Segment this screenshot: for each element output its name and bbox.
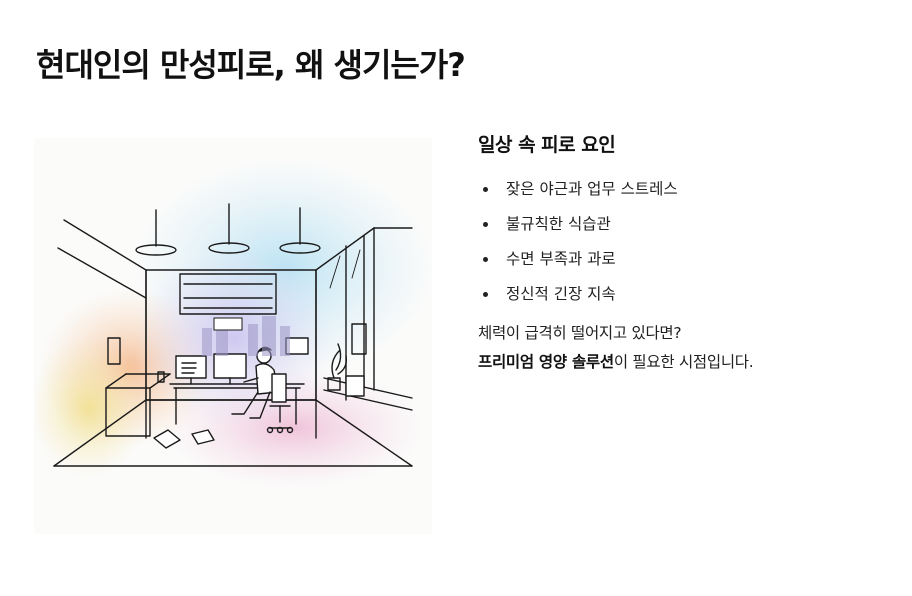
fatigue-factors-section: 일상 속 피로 요인 잦은 야근과 업무 스트레스 불규칙한 식습관 수면 부족… bbox=[478, 130, 898, 377]
fatigue-factor-list: 잦은 야근과 업무 스트레스 불규칙한 식습관 수면 부족과 과로 정신적 긴장… bbox=[478, 177, 898, 317]
wall-poster bbox=[351, 323, 367, 355]
pendant-lamp bbox=[135, 244, 177, 256]
floor-paper bbox=[153, 429, 181, 449]
cup bbox=[157, 371, 165, 383]
monitor-right bbox=[213, 353, 247, 379]
list-item: 정신적 긴장 지속 bbox=[478, 282, 898, 317]
wall-frame bbox=[107, 337, 121, 365]
list-item: 수면 부족과 과로 bbox=[478, 247, 898, 282]
list-item: 불규칙한 식습관 bbox=[478, 212, 898, 247]
closing-rest: 이 필요한 시점입니다. bbox=[613, 353, 754, 371]
monitor-left bbox=[175, 355, 207, 379]
closing-statement: 프리미엄 영양 솔루션이 필요한 시점입니다. bbox=[478, 348, 898, 377]
skylight bbox=[179, 273, 277, 315]
yellow-wash bbox=[34, 338, 149, 478]
office-chair bbox=[271, 373, 287, 403]
closing-text: 체력이 급격히 떨어지고 있다면? 프리미엄 영양 솔루션이 필요한 시점입니다… bbox=[478, 319, 898, 377]
pendant-lamp bbox=[208, 242, 250, 254]
plant-pot bbox=[327, 377, 341, 391]
closing-question: 체력이 급격히 떨어지고 있다면? bbox=[478, 324, 682, 342]
solution-highlight: 프리미엄 영양 솔루션 bbox=[478, 353, 614, 371]
page-title: 현대인의 만성피로, 왜 생기는가? bbox=[36, 46, 466, 84]
cabinet bbox=[105, 387, 151, 437]
pendant-lamp bbox=[279, 242, 321, 254]
notebook bbox=[345, 375, 365, 397]
floor-paper bbox=[191, 429, 215, 445]
section-subtitle: 일상 속 피로 요인 bbox=[478, 134, 616, 156]
office-overwork-illustration bbox=[34, 138, 432, 534]
list-item: 잦은 야근과 업무 스트레스 bbox=[478, 177, 898, 212]
